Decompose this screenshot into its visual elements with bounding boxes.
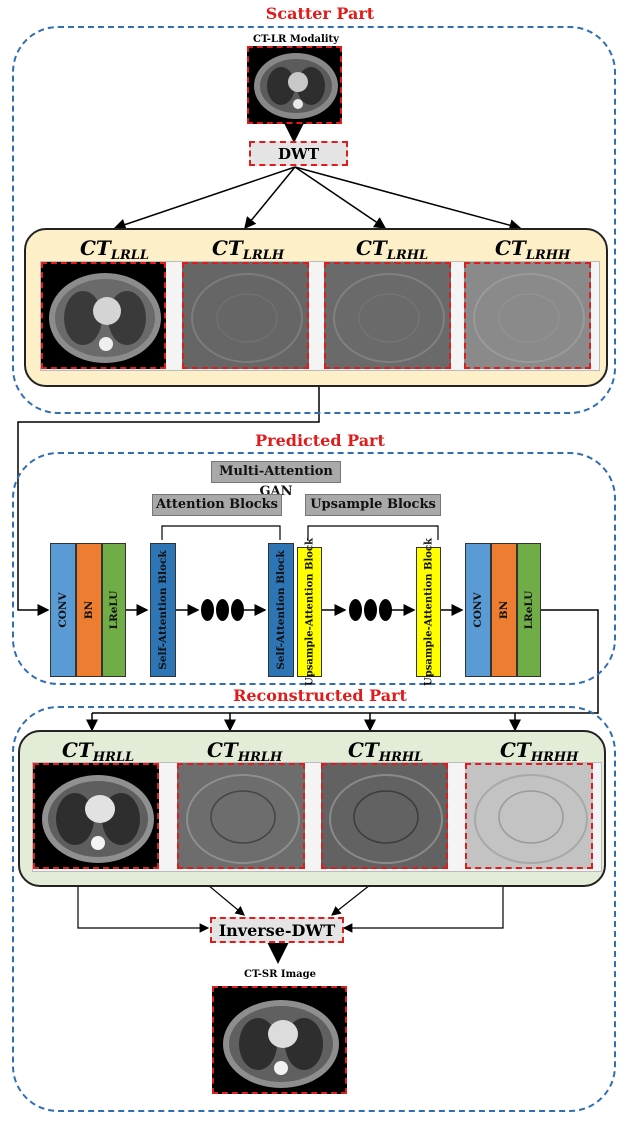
ct-sr-image: [212, 986, 347, 1094]
attention-blocks-label: Attention Blocks: [152, 494, 282, 516]
upsample-attention-block-1: Upsample-Attention Block: [297, 538, 322, 686]
ellipsis-dot: [216, 599, 229, 621]
hrlh-image: [177, 763, 305, 869]
hr-band-label-4: CTHRHH: [500, 738, 579, 765]
predicted-title: Predicted Part: [255, 431, 385, 450]
upsample-attention-block-2: Upsample-Attention Block: [416, 538, 441, 686]
lr-band-label-3: CTLRHL: [356, 236, 429, 263]
self-attention-block-2: Self-Attention Block: [268, 543, 294, 677]
ellipsis-dot: [349, 599, 362, 621]
dwt-box: DWT: [249, 141, 348, 166]
left-lrelu-block: LReLU: [102, 543, 126, 677]
left-conv-block: CONV: [50, 543, 76, 677]
upsample-blocks-label: Upsample Blocks: [305, 494, 441, 516]
gan-title: Multi-Attention GAN: [211, 461, 341, 499]
output-title: CT-SR Image: [243, 969, 316, 980]
lrll-image: [41, 262, 166, 369]
hrll-image: [33, 763, 159, 869]
left-bn-block: BN: [76, 543, 102, 677]
input-title: CT-LR Modality: [253, 34, 339, 45]
ellipsis-dot: [231, 599, 244, 621]
right-lrelu-block: LReLU: [517, 543, 541, 677]
ellipsis-dot: [364, 599, 377, 621]
ellipsis-dot: [379, 599, 392, 621]
right-bn-block: BN: [491, 543, 517, 677]
scatter-title: Scatter Part: [265, 4, 375, 23]
lrlh-image: [182, 262, 309, 369]
ct-scan-icon: [254, 53, 338, 119]
arrow-dwt-to-lrll: [113, 166, 296, 231]
ct-lr-image: [247, 46, 342, 124]
right-conv-block: CONV: [465, 543, 491, 677]
reconstructed-title: Reconstructed Part: [233, 686, 407, 705]
lr-band-label-2: CTLRLH: [212, 236, 285, 263]
arrow-hr-to-idwt-right: [342, 885, 504, 933]
lr-band-label-4: CTLRHH: [495, 236, 571, 263]
arrow-hr-to-idwt-left: [77, 885, 210, 933]
lrhl-image: [324, 262, 451, 369]
arrow-hr-to-idwt-mid1: [207, 884, 245, 916]
lr-band-label-1: CTLRLL: [80, 236, 150, 263]
arrow-lr-to-gan: [17, 385, 320, 616]
arrow-hr-to-idwt-mid2: [331, 884, 371, 916]
lrhh-image: [464, 262, 591, 369]
ellipsis-dot: [201, 599, 214, 621]
scatter-region: [12, 26, 616, 414]
hr-band-label-1: CTHRLL: [62, 738, 135, 765]
arrow-dwt-to-lrhl: [294, 166, 387, 229]
hrhh-image: [465, 763, 593, 869]
hr-band-label-2: CTHRLH: [207, 738, 283, 765]
ct-scan-icon: [223, 1000, 339, 1088]
reconstructed-region: [12, 706, 616, 1112]
inverse-dwt-box: Inverse-DWT: [210, 917, 344, 943]
hrhl-image: [321, 763, 448, 869]
self-attention-block-1: Self-Attention Block: [150, 543, 176, 677]
hr-band-label-3: CTHRHL: [348, 738, 424, 765]
arrow-dwt-to-lrlh: [244, 166, 296, 230]
arrow-dwt-to-lrhh: [294, 166, 522, 232]
ct-scan-icon: [49, 273, 161, 363]
predicted-region: [12, 452, 616, 685]
ct-scan-icon: [42, 775, 154, 863]
bracket-layer: [161, 525, 439, 540]
